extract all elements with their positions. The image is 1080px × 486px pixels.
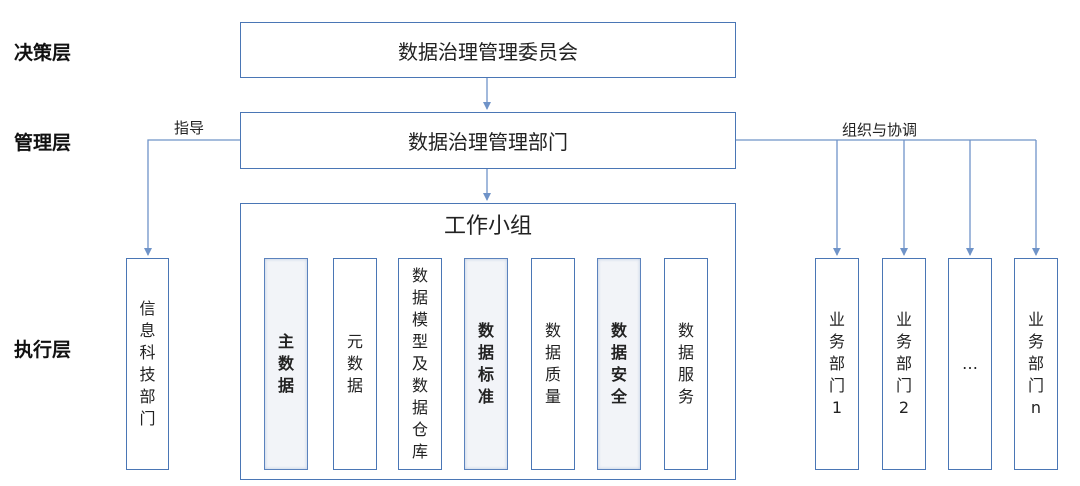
team-box: 数据模型及数据仓库 <box>398 258 442 470</box>
it-department-box: 信息科技部门 <box>126 258 169 470</box>
team-box: 元数据 <box>333 258 377 470</box>
arrow-department-to-it <box>144 139 240 256</box>
layer-label-execution: 执行层 <box>14 339 72 361</box>
business-department-box: 业务部门n <box>1014 258 1058 470</box>
layer-label-management: 管理层 <box>14 132 72 154</box>
team-box: 主数据 <box>264 258 308 470</box>
team-box: 数据标准 <box>464 258 508 470</box>
working-group-title: 工作小组 <box>443 214 532 239</box>
team-label: 数据标准 <box>477 321 494 406</box>
edge-label-guide: 指导 <box>174 119 205 137</box>
edge-label-coordinate: 组织与协调 <box>842 121 918 139</box>
layer-label-decision: 决策层 <box>14 42 72 64</box>
team-label: 数据服务 <box>677 321 694 406</box>
team-label: 数据质量 <box>544 321 561 406</box>
team-box: 数据安全 <box>597 258 641 470</box>
business-department-box: 业务部门1 <box>815 258 859 470</box>
business-department-label: … <box>962 354 978 373</box>
team-label: 数据模型及数据仓库 <box>411 266 428 461</box>
business-department-label: 业务部门n <box>1027 310 1044 417</box>
business-department-label: 业务部门1 <box>828 310 845 417</box>
it-department-label: 信息科技部门 <box>139 299 156 428</box>
business-department-box: 业务部门2 <box>882 258 926 470</box>
team-label: 元数据 <box>346 332 363 395</box>
team-label: 主数据 <box>277 332 294 395</box>
department-box: 数据治理管理部门 <box>240 112 736 169</box>
business-department-label: 业务部门2 <box>895 310 912 417</box>
team-label: 数据安全 <box>610 321 627 406</box>
committee-label: 数据治理管理委员会 <box>398 39 578 64</box>
team-box: 数据服务 <box>664 258 708 470</box>
department-label: 数据治理管理部门 <box>408 130 568 154</box>
team-box: 数据质量 <box>531 258 575 470</box>
committee-box: 数据治理管理委员会 <box>240 22 736 78</box>
business-department-box: … <box>948 258 992 470</box>
